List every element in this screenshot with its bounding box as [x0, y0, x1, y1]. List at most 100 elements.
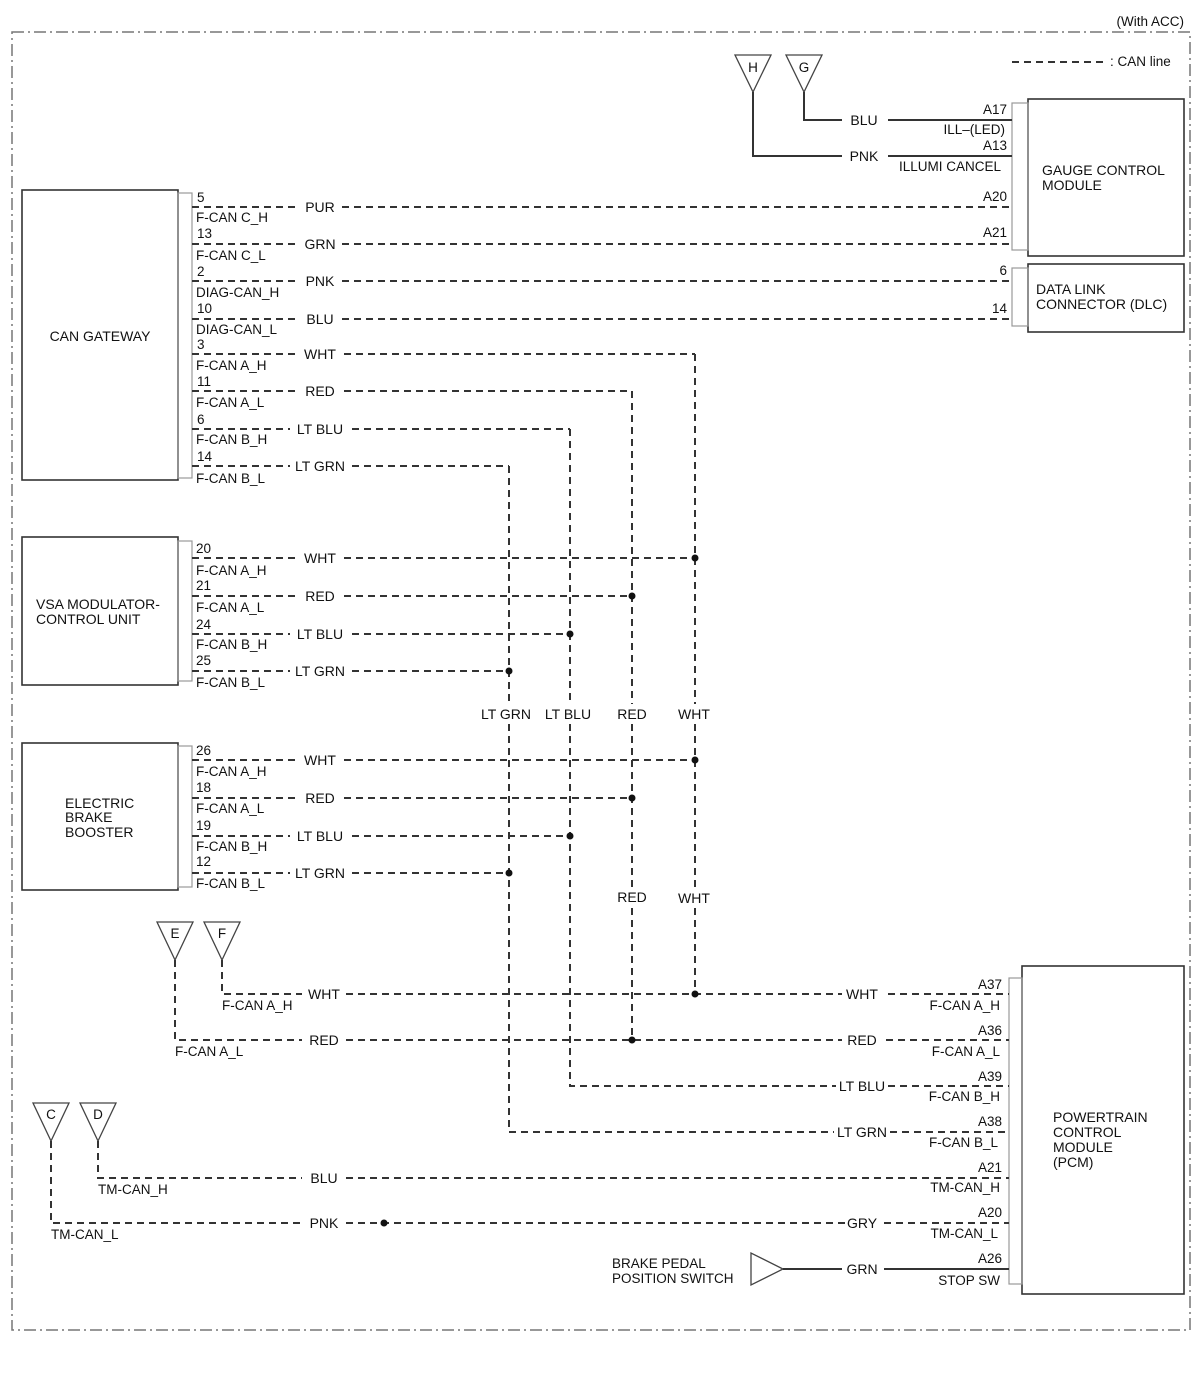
pin-label: A20 [983, 189, 1007, 204]
wire-color-label: WHT [308, 986, 340, 1002]
svg-text:GRY: GRY [847, 1215, 878, 1231]
svg-text:F-CAN A_L: F-CAN A_L [196, 600, 265, 615]
svg-text:TM-CAN_L: TM-CAN_L [930, 1226, 998, 1241]
svg-text:F-CAN B_L: F-CAN B_L [929, 1135, 999, 1150]
svg-text:25: 25 [196, 653, 211, 668]
svg-text:26: 26 [196, 743, 211, 758]
svg-text:20: 20 [196, 541, 211, 556]
signal-label: ILLUMI CANCEL [899, 159, 1002, 174]
bus-label: LT GRN [481, 706, 531, 722]
electric-brake-booster: ELECTRIC BRAKE BOOSTER [21, 742, 193, 891]
svg-text:POSITION SWITCH: POSITION SWITCH [612, 1271, 734, 1286]
svg-text:A36: A36 [978, 1023, 1002, 1038]
svg-text:MODULE: MODULE [1053, 1139, 1113, 1155]
bus-label: RED [617, 889, 647, 905]
svg-text:RED: RED [305, 588, 335, 604]
splice-point [505, 869, 513, 877]
svg-text:A37: A37 [978, 977, 1002, 992]
svg-text:A20: A20 [978, 1205, 1002, 1220]
svg-text:DIAG-CAN_L: DIAG-CAN_L [196, 322, 278, 337]
svg-text:F-CAN B_H: F-CAN B_H [929, 1089, 1000, 1104]
svg-text:CAN GATEWAY: CAN GATEWAY [50, 328, 152, 344]
svg-text:CONTROL UNIT: CONTROL UNIT [36, 611, 141, 627]
svg-text:GRN: GRN [846, 1261, 877, 1277]
svg-text:RED: RED [305, 383, 335, 399]
svg-text:TM-CAN_H: TM-CAN_H [930, 1180, 1000, 1195]
svg-text:G: G [799, 60, 810, 75]
svg-text:F-CAN A_L: F-CAN A_L [932, 1044, 1001, 1059]
wire-color-label: BLU [850, 112, 877, 128]
pin-label: 6 [999, 263, 1007, 278]
svg-text:H: H [748, 60, 758, 75]
wire-color-label: RED [309, 1032, 339, 1048]
svg-text:BRAKE PEDAL: BRAKE PEDAL [612, 1256, 706, 1271]
signal-label: F-CAN A_H [222, 998, 293, 1013]
svg-text:F-CAN B_L: F-CAN B_L [196, 675, 266, 690]
splice-point [628, 794, 636, 802]
legend-label: : CAN line [1110, 54, 1171, 69]
svg-text:F-CAN A_H: F-CAN A_H [196, 358, 267, 373]
svg-text:F-CAN A_H: F-CAN A_H [196, 563, 267, 578]
svg-text:F-CAN B_H: F-CAN B_H [196, 637, 267, 652]
signal-label: TM-CAN_L [51, 1227, 119, 1242]
svg-text:A26: A26 [978, 1251, 1002, 1266]
svg-text:3: 3 [197, 337, 205, 352]
svg-text:GAUGE CONTROL: GAUGE CONTROL [1042, 162, 1165, 178]
connector-g: G [784, 54, 824, 94]
wire-color-label: BLU [310, 1170, 337, 1186]
pin-label: A13 [983, 138, 1007, 153]
bus-ltblu [569, 429, 1009, 1087]
svg-text:A38: A38 [978, 1114, 1002, 1129]
svg-text:RED: RED [305, 790, 335, 806]
ebb-pin-labels: 26 F-CAN A_H WHT 18 F-CAN A_L RED 19 F-C… [196, 743, 345, 891]
svg-text:CONTROL: CONTROL [1053, 1124, 1122, 1140]
can-gateway: CAN GATEWAY [21, 189, 193, 481]
svg-text:F-CAN C_H: F-CAN C_H [196, 210, 268, 225]
powertrain-control-module: POWERTRAIN CONTROL MODULE (PCM) [1008, 965, 1185, 1295]
pin-label: A17 [983, 102, 1007, 117]
wire-pnk-gry-tmcan-l [50, 1141, 1009, 1224]
svg-text:(PCM): (PCM) [1053, 1154, 1093, 1170]
svg-text:F-CAN A_L: F-CAN A_L [196, 395, 265, 410]
svg-text:CONNECTOR (DLC): CONNECTOR (DLC) [1036, 296, 1167, 312]
wire-red-pcm [174, 960, 1009, 1041]
svg-text:BRAKE: BRAKE [65, 809, 112, 825]
svg-text:POWERTRAIN: POWERTRAIN [1053, 1109, 1148, 1125]
svg-text:DATA LINK: DATA LINK [1036, 281, 1106, 297]
splice-point [691, 990, 699, 998]
svg-text:F-CAN C_L: F-CAN C_L [196, 248, 266, 263]
wire-color-label: PNK [850, 148, 879, 164]
vsa-pin-labels: 20 F-CAN A_H WHT 21 F-CAN A_L RED 24 F-C… [196, 541, 345, 690]
pin-label: 14 [992, 301, 1008, 316]
svg-text:E: E [170, 926, 179, 941]
svg-text:11: 11 [197, 374, 211, 389]
svg-text:F-CAN A_H: F-CAN A_H [929, 998, 1000, 1013]
connector-c: C [31, 1102, 71, 1143]
bus-label: WHT [678, 890, 710, 906]
svg-text:LT GRN: LT GRN [837, 1124, 887, 1140]
splice-point [691, 756, 699, 764]
svg-text:STOP SW: STOP SW [938, 1273, 1000, 1288]
svg-text:LT GRN: LT GRN [295, 458, 345, 474]
svg-text:19: 19 [196, 818, 211, 833]
pcm-pin-labels: WHT A37 F-CAN A_H RED A36 F-CAN A_L LT B… [837, 977, 1002, 1288]
svg-text:BLU: BLU [306, 311, 333, 327]
svg-text:LT BLU: LT BLU [297, 421, 343, 437]
svg-text:LT GRN: LT GRN [295, 865, 345, 881]
connector-f: F [202, 921, 242, 962]
splice-point [566, 630, 574, 638]
svg-text:LT BLU: LT BLU [839, 1078, 885, 1094]
gateway-pin-labels: 5 F-CAN C_H PUR 13 F-CAN C_L GRN 2 DIAG-… [196, 190, 345, 486]
svg-text:BOOSTER: BOOSTER [65, 824, 133, 840]
svg-text:LT BLU: LT BLU [297, 828, 343, 844]
connector-h: H [733, 54, 773, 94]
svg-text:14: 14 [197, 449, 213, 464]
signal-label: TM-CAN_H [98, 1182, 168, 1197]
svg-text:C: C [46, 1107, 56, 1122]
svg-text:DIAG-CAN_H: DIAG-CAN_H [196, 285, 279, 300]
wire-blu-ill [803, 92, 1012, 121]
bus-label: LT BLU [545, 706, 591, 722]
svg-text:F-CAN A_L: F-CAN A_L [196, 801, 265, 816]
connector-e: E [155, 921, 195, 962]
brake-pedal-position-switch: BRAKE PEDAL POSITION SWITCH [612, 1251, 785, 1287]
